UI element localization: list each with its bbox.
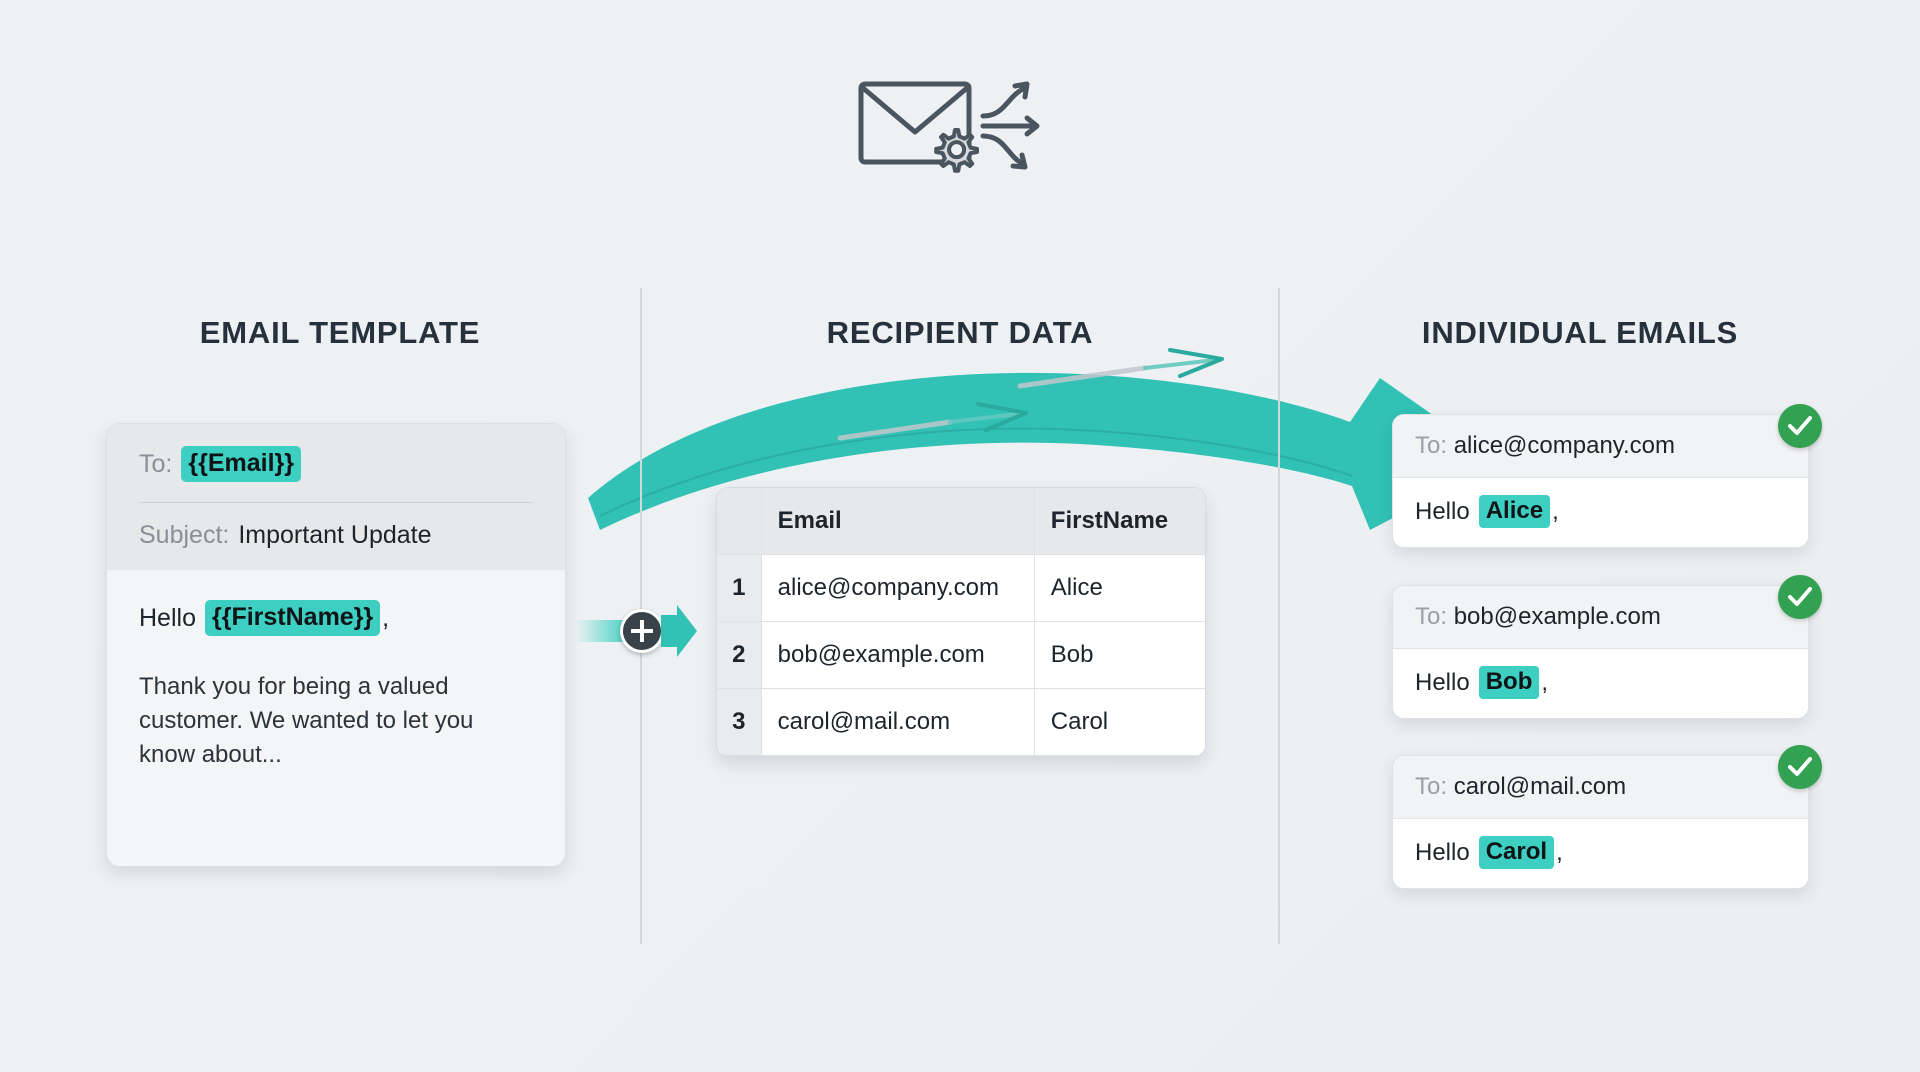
email-to-label: To: <box>1415 603 1448 630</box>
email-greeting-row: Hello Alice , <box>1393 478 1808 547</box>
table-header-row: Email FirstName <box>717 488 1205 555</box>
recipient-data-table[interactable]: Email FirstName 1 alice@company.com Alic… <box>716 487 1206 757</box>
template-firstname-token[interactable]: {{FirstName}} <box>204 600 381 636</box>
template-field-divider <box>139 502 533 503</box>
cell-firstname[interactable]: Alice <box>1034 554 1205 622</box>
plus-merge-icon[interactable] <box>620 609 664 653</box>
individual-email-card[interactable]: To: carol@mail.com Hello Carol , <box>1392 755 1809 889</box>
cell-email[interactable]: alice@company.com <box>761 554 1035 622</box>
template-body: Hello {{FirstName}} , Thank you for bein… <box>107 570 565 866</box>
cell-firstname[interactable]: Bob <box>1034 621 1205 689</box>
check-circle-icon <box>1778 745 1822 789</box>
template-subject-label: Subject: <box>139 521 230 549</box>
column-divider-right <box>1278 288 1280 944</box>
cell-email[interactable]: bob@example.com <box>761 621 1035 689</box>
template-body-paragraph: Thank you for being a valued customer. W… <box>139 673 474 769</box>
row-number: 1 <box>717 554 762 622</box>
merge-connector <box>575 598 697 664</box>
email-greeting-row: Hello Carol , <box>1393 819 1808 888</box>
cell-firstname[interactable]: Carol <box>1034 688 1205 756</box>
template-subject-value: Important Update <box>238 521 432 549</box>
email-greeting-prefix: Hello <box>1415 668 1470 696</box>
template-greeting-prefix: Hello <box>139 603 196 632</box>
email-merged-name: Bob <box>1478 666 1540 699</box>
individual-email-card[interactable]: To: alice@company.com Hello Alice , <box>1392 414 1809 548</box>
email-to-value: carol@mail.com <box>1453 773 1627 800</box>
table-header-email[interactable]: Email <box>761 488 1035 555</box>
template-to-row: To: {{Email}} <box>139 446 533 482</box>
email-greeting-prefix: Hello <box>1415 838 1470 866</box>
template-header: To: {{Email}} Subject: Important Update <box>107 424 565 570</box>
heading-email-template: EMAIL TEMPLATE <box>199 315 481 350</box>
email-merged-name: Carol <box>1478 836 1555 869</box>
individual-email-card[interactable]: To: bob@example.com Hello Bob , <box>1392 585 1809 719</box>
template-to-label: To: <box>139 449 173 478</box>
email-to-value: bob@example.com <box>1453 603 1661 630</box>
email-to-value: alice@company.com <box>1453 432 1676 459</box>
table-header-firstname[interactable]: FirstName <box>1034 488 1205 555</box>
email-to-row: To: carol@mail.com <box>1393 756 1808 819</box>
email-greeting-comma: , <box>1541 668 1549 696</box>
table-row[interactable]: 1 alice@company.com Alice <box>717 554 1205 622</box>
heading-recipient-data: RECIPIENT DATA <box>826 315 1094 350</box>
template-subject-row: Subject: Important Update <box>139 521 533 550</box>
template-to-token[interactable]: {{Email}} <box>181 446 301 482</box>
merge-tail-gradient <box>575 620 623 642</box>
envelope-gear-distribute-icon <box>855 68 1065 188</box>
template-greeting-row: Hello {{FirstName}} , <box>139 600 533 636</box>
template-greeting-comma: , <box>382 603 390 632</box>
email-to-row: To: bob@example.com <box>1393 586 1808 649</box>
row-number: 3 <box>717 688 762 756</box>
row-number: 2 <box>717 621 762 689</box>
cell-email[interactable]: carol@mail.com <box>761 688 1035 756</box>
email-to-label: To: <box>1415 432 1448 459</box>
table-row[interactable]: 2 bob@example.com Bob <box>717 621 1205 689</box>
check-circle-icon <box>1778 404 1822 448</box>
email-greeting-comma: , <box>1552 497 1559 525</box>
email-greeting-row: Hello Bob , <box>1393 649 1808 718</box>
email-to-row: To: alice@company.com <box>1393 415 1808 478</box>
email-greeting-comma: , <box>1556 838 1563 866</box>
email-to-label: To: <box>1415 773 1448 800</box>
heading-individual-emails: INDIVIDUAL EMAILS <box>1421 315 1739 350</box>
check-circle-icon <box>1778 575 1822 619</box>
arrow-right-icon <box>661 605 697 657</box>
table-row[interactable]: 3 carol@mail.com Carol <box>717 688 1205 756</box>
email-merged-name: Alice <box>1478 495 1551 528</box>
table-corner-cell <box>717 488 762 555</box>
email-template-card[interactable]: To: {{Email}} Subject: Important Update … <box>106 423 566 867</box>
email-greeting-prefix: Hello <box>1415 497 1470 525</box>
